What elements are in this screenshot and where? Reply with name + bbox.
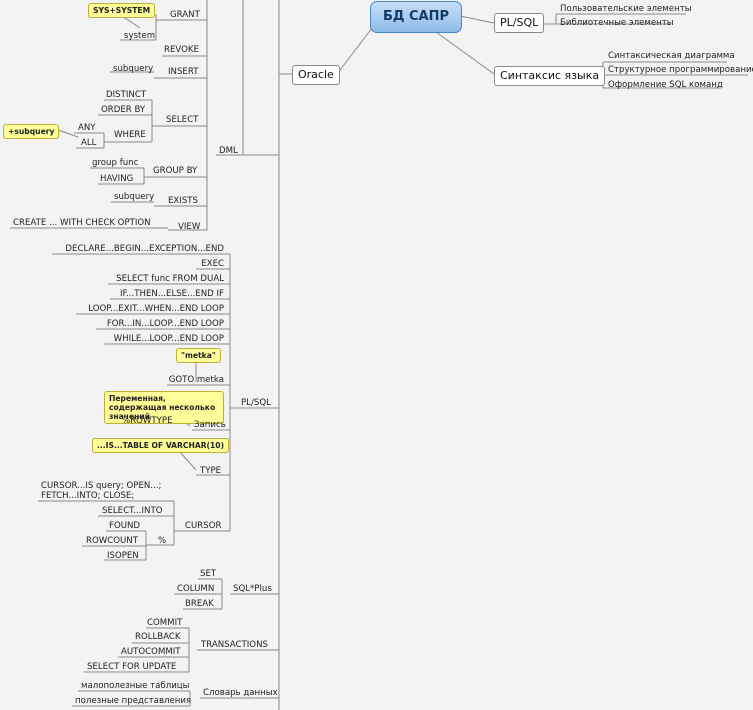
exists-items-line (111, 201, 162, 207)
sqlplus-node[interactable]: SQL*Plus (233, 584, 272, 594)
percent-item-found[interactable]: FOUND (109, 521, 141, 531)
grant-items-line (120, 14, 164, 41)
root-node[interactable]: БД САПР (370, 1, 462, 33)
plsql-item-declare[interactable]: DECLARE...BEGIN...EXCEPTION...END (65, 244, 224, 254)
dml-node[interactable]: DML (219, 146, 238, 156)
plsql-items-line (544, 13, 686, 25)
select-items-line (98, 99, 162, 143)
where-node[interactable]: WHERE (114, 130, 146, 140)
dml-connector (216, 0, 279, 156)
group-item-having[interactable]: HAVING (100, 174, 134, 184)
view-node[interactable]: VIEW (178, 222, 201, 232)
insert-items-line (110, 71, 164, 79)
percent-items-line (82, 530, 150, 561)
sqlplus-item-break[interactable]: BREAK (185, 599, 214, 609)
grant-node[interactable]: GRANT (170, 10, 200, 20)
dictionary-item-views[interactable]: полезные представления (75, 696, 192, 706)
group-items-line (90, 167, 152, 185)
oracle-to-spine-line (278, 0, 292, 710)
plsql-section-connector (229, 254, 279, 531)
cursor-items-line (38, 500, 182, 546)
where-items-line (74, 132, 112, 149)
dictionary-node[interactable]: Словарь данных (203, 688, 278, 698)
root-to-plsql-line (459, 15, 495, 24)
transactions-node[interactable]: TRANSACTIONS (201, 640, 268, 650)
record-node[interactable]: Запись (194, 420, 226, 430)
plsql-item-select-dual[interactable]: SELECT func FROM DUAL (116, 274, 224, 284)
percent-node[interactable]: % (158, 536, 167, 546)
note-record-description: Переменная, содержащая несколько значени… (104, 391, 224, 424)
root-to-syntax-line (435, 31, 495, 75)
branch-oracle[interactable]: Oracle (292, 65, 340, 85)
cursor-item-select-into[interactable]: SELECT...INTO (102, 506, 163, 516)
insert-item-subquery[interactable]: subquery (113, 64, 154, 74)
transactions-item-autocommit[interactable]: AUTOCOMMIT (121, 647, 181, 657)
dml-group-lines (152, 0, 208, 231)
syntax-item-structured[interactable]: Структурное программирование (608, 65, 753, 75)
revoke-node[interactable]: REVOKE (164, 45, 199, 55)
cursor-item-syntax-text: CURSOR...IS query; OPEN...; FETCH...INTO… (41, 481, 162, 501)
where-item-any[interactable]: ANY (78, 123, 96, 133)
note-table-of-varchar: ...IS...TABLE OF VARCHAR(10) (92, 438, 230, 453)
dictionary-item-tables[interactable]: малополезные таблицы (81, 681, 190, 691)
note-metka: "metka" (176, 348, 221, 363)
plsql-item-user-elements[interactable]: Пользовательские элементы (560, 4, 692, 14)
group-item-group-func[interactable]: group func (92, 158, 139, 168)
cursor-item-syntax[interactable]: CURSOR...IS query; OPEN...; FETCH...INTO… (41, 481, 175, 501)
sqlplus-item-column[interactable]: COLUMN (177, 584, 215, 594)
sqlplus-lines (174, 578, 279, 610)
note-plus-subquery: +subquery (3, 124, 60, 139)
select-item-distinct[interactable]: DISTINCT (106, 90, 147, 100)
transactions-lines (84, 627, 279, 673)
note-record-text: Переменная, содержащая несколько значени… (109, 394, 216, 421)
plsql-section-items (52, 253, 230, 532)
exists-node[interactable]: EXISTS (168, 196, 199, 206)
group-by-node[interactable]: GROUP BY (153, 166, 198, 176)
transactions-item-rollback[interactable]: ROLLBACK (135, 632, 181, 642)
select-node[interactable]: SELECT (166, 115, 199, 125)
percent-item-isopen[interactable]: ISOPEN (107, 551, 139, 561)
view-item-check-option[interactable]: CREATE ... WITH CHECK OPTION (13, 218, 151, 228)
branch-syntax[interactable]: Синтаксис языка (494, 66, 606, 86)
note-sys-system: SYS+SYSTEM (88, 3, 156, 18)
grant-item-system[interactable]: system (124, 31, 156, 41)
syntax-item-diagram[interactable]: Синтаксическая диаграмма (608, 51, 735, 61)
plsql-item-library-elements[interactable]: Библиотечные элементы (560, 18, 674, 28)
goto-node[interactable]: GOTO metka (168, 375, 224, 385)
note-pointer-lines (57, 15, 197, 471)
plsql-item-exec[interactable]: EXEC (201, 259, 224, 269)
insert-node[interactable]: INSERT (168, 67, 199, 77)
rowtype-item[interactable]: %ROWTYPE (122, 416, 173, 426)
type-node[interactable]: TYPE (200, 466, 222, 476)
sqlplus-item-set[interactable]: SET (200, 569, 217, 579)
dictionary-lines (72, 690, 279, 707)
root-to-oracle-line (336, 27, 373, 75)
transactions-item-select-for-update[interactable]: SELECT FOR UPDATE (87, 662, 177, 672)
plsql-item-if[interactable]: IF...THEN...ELSE...END IF (119, 289, 224, 299)
transactions-item-commit[interactable]: COMMIT (147, 618, 183, 628)
plsql-item-for[interactable]: FOR...IN...LOOP...END LOOP (106, 319, 224, 329)
syntax-item-sql-format[interactable]: Оформление SQL команд (608, 80, 723, 90)
percent-item-rowcount[interactable]: ROWCOUNT (86, 536, 138, 546)
plsql-item-loop[interactable]: LOOP...EXIT...WHEN...END LOOP (88, 304, 224, 314)
plsql-item-while[interactable]: WHILE...LOOP...END LOOP (113, 334, 224, 344)
cursor-node[interactable]: CURSOR (185, 521, 222, 531)
where-item-all[interactable]: ALL (81, 138, 97, 148)
exists-item-subquery[interactable]: subquery (114, 192, 155, 202)
view-items-line (10, 227, 176, 231)
branch-plsql[interactable]: PL/SQL (494, 13, 545, 33)
plsql-section-node[interactable]: PL/SQL (241, 398, 271, 408)
select-item-order-by[interactable]: ORDER BY (101, 105, 146, 115)
